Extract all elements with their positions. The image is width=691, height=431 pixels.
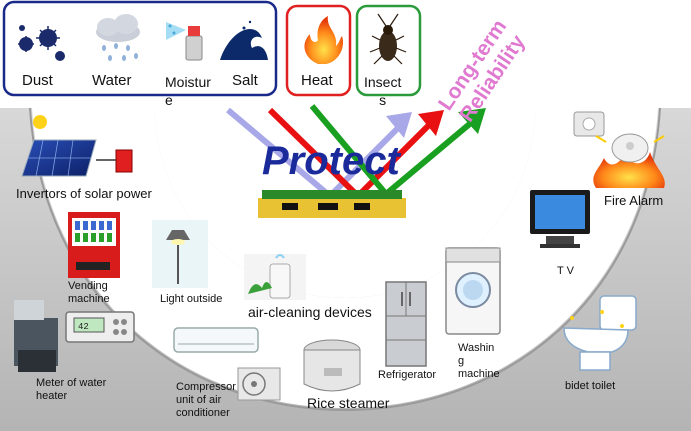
rice-cooker-icon (303, 339, 361, 392)
fire-alarm-icon (573, 111, 665, 188)
protect-title: Protect (262, 139, 400, 183)
solar-invertor-label: Invertors of solar power (16, 186, 152, 201)
refrigerator-icon (385, 281, 427, 367)
rice-steamer-label: Rice steamer (307, 395, 390, 411)
water-heater-meter-label: Meter of water heater (36, 377, 107, 402)
vending-machine-label: Vending machine (68, 280, 110, 305)
bidet-toilet-icon (563, 295, 637, 371)
vending-machine-icon (68, 212, 120, 278)
moisture-label: Moistur e (165, 74, 211, 108)
fire-alarm-label: Fire Alarm (604, 193, 664, 208)
heat-label: Heat (301, 72, 333, 89)
cockroach-icon (369, 13, 407, 65)
rain-cloud-icon (96, 14, 140, 61)
circuit-board (258, 190, 406, 218)
tv-icon (530, 190, 590, 248)
washing-machine-icon (445, 247, 501, 335)
street-light-icon (152, 220, 208, 288)
refrigerator-label: Refrigerator (378, 369, 437, 381)
solar-panel-icon (21, 115, 133, 177)
bidet-toilet-label: bidet toilet (565, 380, 616, 392)
water-label: Water (92, 72, 132, 89)
air-conditioner-icon (173, 327, 281, 401)
outside-light-label: Light outside (160, 293, 223, 305)
wave-icon (220, 20, 268, 60)
dust-label: Dust (22, 72, 53, 89)
air-cleaning-label: air-cleaning devices (248, 304, 372, 320)
air-purifier-icon (244, 254, 306, 300)
washing-machine-label: Washin g machine (458, 342, 500, 380)
insects-label: Insect s (364, 74, 402, 108)
water-heater-meter-icon: 42 (14, 300, 135, 372)
salt-label: Salt (232, 72, 258, 89)
tv-label: T V (557, 265, 574, 277)
dust-icon (18, 25, 65, 61)
spray-bottle-icon (166, 22, 203, 61)
compressor-label: Compressor unit of air conditioner (176, 381, 236, 419)
svg-text:42: 42 (78, 322, 89, 332)
flame-icon (304, 16, 344, 64)
blue-threat-frame (2, 0, 278, 97)
